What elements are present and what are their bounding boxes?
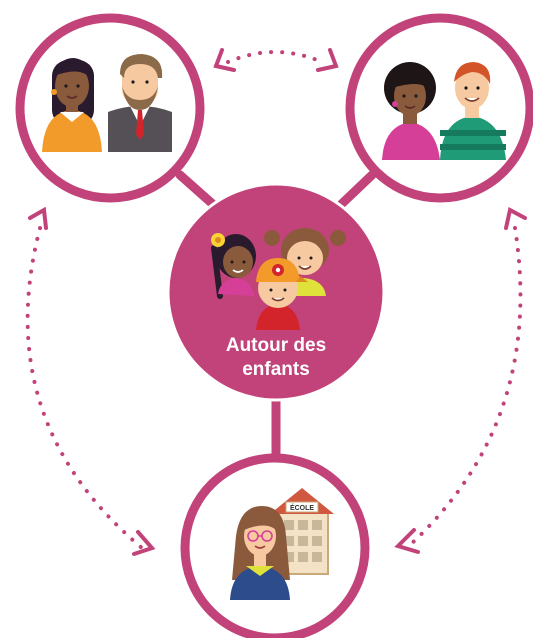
dotted-arrows <box>25 48 527 556</box>
teacher-figure <box>230 506 290 600</box>
parents-circle <box>15 13 205 203</box>
top-arrowhead-left <box>213 48 236 72</box>
left-arrowhead-top <box>28 206 48 230</box>
right-arrowhead-bottom <box>394 528 420 554</box>
top-arrowhead-right <box>316 48 339 72</box>
girl-flower-figure <box>211 233 256 299</box>
woman-figure <box>382 62 440 160</box>
children-figures <box>211 228 346 330</box>
top-dotted-arc <box>226 50 324 64</box>
children-circle: Autour des enfants <box>166 182 386 402</box>
mother-figure <box>42 58 102 152</box>
right-arrowhead-top <box>504 206 527 230</box>
center-label-line2: enfants <box>242 359 310 380</box>
center-label-line1: Autour des <box>226 335 326 356</box>
left-dotted-arc <box>25 226 144 550</box>
school-sign: ÉCOLE <box>290 503 314 512</box>
father-figure <box>108 54 172 152</box>
right-dotted-arc <box>408 226 523 547</box>
girl-pigtails-figure <box>264 228 346 296</box>
school-circle: ÉCOLE <box>180 453 370 638</box>
man-figure <box>440 62 506 160</box>
left-arrowhead-bottom <box>132 530 156 556</box>
couple-circle <box>345 13 533 203</box>
boy-cap-figure <box>256 258 308 330</box>
